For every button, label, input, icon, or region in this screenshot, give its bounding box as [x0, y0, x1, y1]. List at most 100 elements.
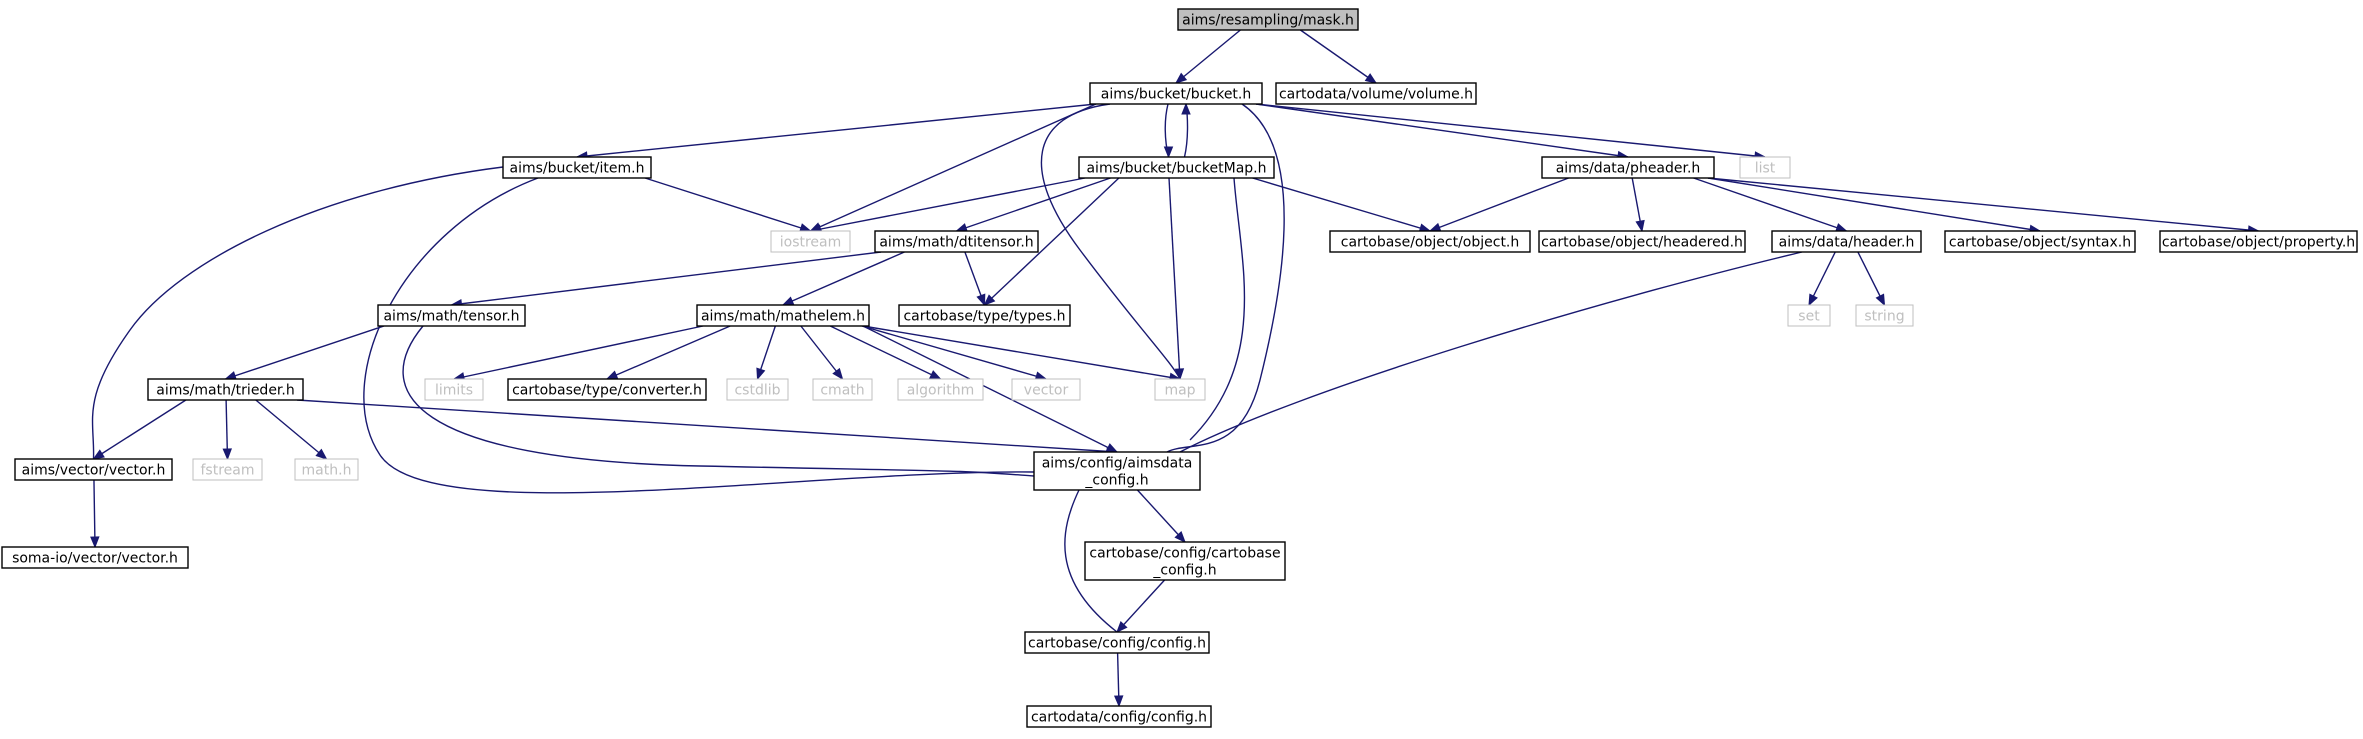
edge-line [93, 479, 96, 548]
edge-line [810, 177, 1086, 232]
edge-arrowhead [781, 296, 795, 306]
edge-bucketmap_h-to-map [1168, 177, 1185, 381]
edge-arrowhead [1174, 368, 1185, 381]
node-label: aims/math/mathelem.h [701, 309, 865, 325]
edge-line [1252, 177, 1431, 232]
node-mask-h[interactable]: aims/resampling/mask.h [1177, 8, 1359, 31]
edge-pheader_h-to-property_h [1707, 177, 2260, 235]
edge-line [1168, 177, 1181, 380]
node-box [2159, 230, 2358, 253]
node-soma-vector-h[interactable]: soma-io/vector/vector.h [1, 546, 189, 569]
edge-line [1166, 103, 1285, 453]
edge-line [296, 399, 1118, 453]
node-label: aims/math/tensor.h [383, 309, 519, 325]
node-label: cmath [820, 383, 864, 399]
node-trieder-h[interactable]: aims/math/trieder.h [147, 378, 304, 401]
edge-line [453, 325, 704, 380]
node-converter-h[interactable]: cartobase/type/converter.h [507, 378, 707, 401]
edge-bucket_h-to-map [1040, 103, 1181, 380]
edge-line [782, 251, 905, 306]
node-box [770, 230, 851, 253]
node-box [192, 458, 263, 481]
edge-line [1040, 103, 1181, 380]
node-bucket-h[interactable]: aims/bucket/bucket.h [1089, 82, 1263, 105]
node-limits[interactable]: limits [424, 378, 484, 401]
node-string[interactable]: string [1855, 304, 1914, 327]
node-list[interactable]: list [1739, 156, 1791, 179]
node-box [1, 546, 189, 569]
node-box [1275, 82, 1477, 105]
edge-aims_vector_h-to-soma_vector_h [90, 479, 100, 549]
node-dtitensor-h[interactable]: aims/math/dtitensor.h [874, 230, 1039, 253]
edge-arrowhead [1635, 219, 1645, 233]
node-item-h[interactable]: aims/bucket/item.h [502, 156, 652, 179]
node-pheader-h[interactable]: aims/data/pheader.h [1541, 156, 1715, 179]
node-cartodata-cfg-h[interactable]: cartodata/config/config.h [1026, 705, 1212, 728]
node-label: aims/resampling/mask.h [1182, 13, 1354, 29]
node-syntax-h[interactable]: cartobase/object/syntax.h [1944, 230, 2136, 253]
edge-line [93, 399, 187, 460]
node-aims-vector-h[interactable]: aims/vector/vector.h [14, 458, 173, 481]
node-cartobase-config-h[interactable]: cartobase/config/cartobase_config.h [1084, 541, 1286, 581]
edge-line [810, 103, 1097, 232]
node-cartobase-cfg-h[interactable]: cartobase/config/config.h [1024, 631, 1210, 654]
node-cstdlib[interactable]: cstdlib [726, 378, 789, 401]
node-iostream[interactable]: iostream [770, 230, 851, 253]
edge-line [984, 177, 1120, 306]
edge-line [644, 177, 811, 232]
edge-arrowhead [90, 536, 100, 549]
edge-bucket_h-to-aimsdata_config_h [1166, 103, 1285, 453]
edge-line [255, 399, 327, 460]
edge-bucket_h-to-pheader_h [1255, 103, 1630, 161]
node-aimsdata-config-h[interactable]: aims/config/aimsdata_config.h [1033, 451, 1201, 491]
node-label: aims/data/header.h [1779, 235, 1915, 251]
edge-line [91, 166, 504, 460]
edge-bucketmap_h-to-dtitensor_h [955, 177, 1111, 233]
edge-line [1189, 177, 1246, 441]
edge-bucketmap_h-to-aimsdata_config_h [1189, 177, 1246, 441]
edges-layer [90, 29, 2260, 708]
edge-arrowhead [976, 293, 986, 307]
edge-line [956, 177, 1111, 232]
edge-pheader_h-to-header_h [1693, 177, 1848, 233]
node-map[interactable]: map [1154, 378, 1206, 401]
node-object-h[interactable]: cartobase/object/object.h [1329, 230, 1531, 253]
edge-line [1179, 251, 1803, 453]
edge-dtitensor_h-to-types_h [964, 251, 986, 307]
node-headered-h[interactable]: cartobase/object/headered.h [1538, 230, 1746, 253]
edge-trieder_h-to-fstream [222, 399, 232, 461]
node-box [14, 458, 173, 481]
edge-line [225, 325, 385, 380]
node-label: cartobase/object/headered.h [1541, 235, 1743, 251]
node-label: cartobase/object/syntax.h [1949, 235, 2131, 251]
node-box [1084, 541, 1286, 581]
edge-header_h-to-set [1808, 251, 1836, 307]
node-label: cartobase/type/converter.h [512, 383, 702, 399]
node-label: cartobase/object/object.h [1341, 235, 1520, 251]
node-types-h[interactable]: cartobase/type/types.h [898, 304, 1071, 327]
node-bucketmap-h[interactable]: aims/bucket/bucketMap.h [1078, 156, 1275, 179]
node-fstream[interactable]: fstream [192, 458, 263, 481]
edge-mask_h-to-bucket_h [1174, 29, 1241, 84]
edge-bucket_h-to-list [1255, 103, 1767, 161]
node-property-h[interactable]: cartobase/object/property.h [2159, 230, 2358, 253]
node-volume-h[interactable]: cartodata/volume/volume.h [1275, 82, 1477, 105]
node-math-h[interactable]: math.h [294, 458, 359, 481]
edge-line [861, 325, 1047, 380]
node-label: cartobase/config/config.h [1028, 636, 1206, 652]
node-algorithm[interactable]: algorithm [897, 378, 984, 401]
edge-arrowhead [1174, 72, 1188, 84]
node-mathelem-h[interactable]: aims/math/mathelem.h [696, 304, 870, 327]
edge-bucketmap_h-to-bucket_h [1181, 102, 1191, 158]
edge-cartobase_config_h-to-cartobase_cfg_h [1116, 579, 1166, 633]
node-label: cartobase/config/cartobase [1089, 546, 1280, 562]
node-header-h[interactable]: aims/data/header.h [1771, 230, 1922, 253]
edge-tensor_h-to-aimsdata_config_h [402, 325, 1035, 477]
edge-line [800, 325, 844, 380]
edge-arrowhead [1163, 146, 1174, 159]
node-cmath[interactable]: cmath [812, 378, 873, 401]
node-vector[interactable]: vector [1011, 378, 1081, 401]
node-set[interactable]: set [1787, 304, 1831, 327]
node-tensor-h[interactable]: aims/math/tensor.h [377, 304, 526, 327]
